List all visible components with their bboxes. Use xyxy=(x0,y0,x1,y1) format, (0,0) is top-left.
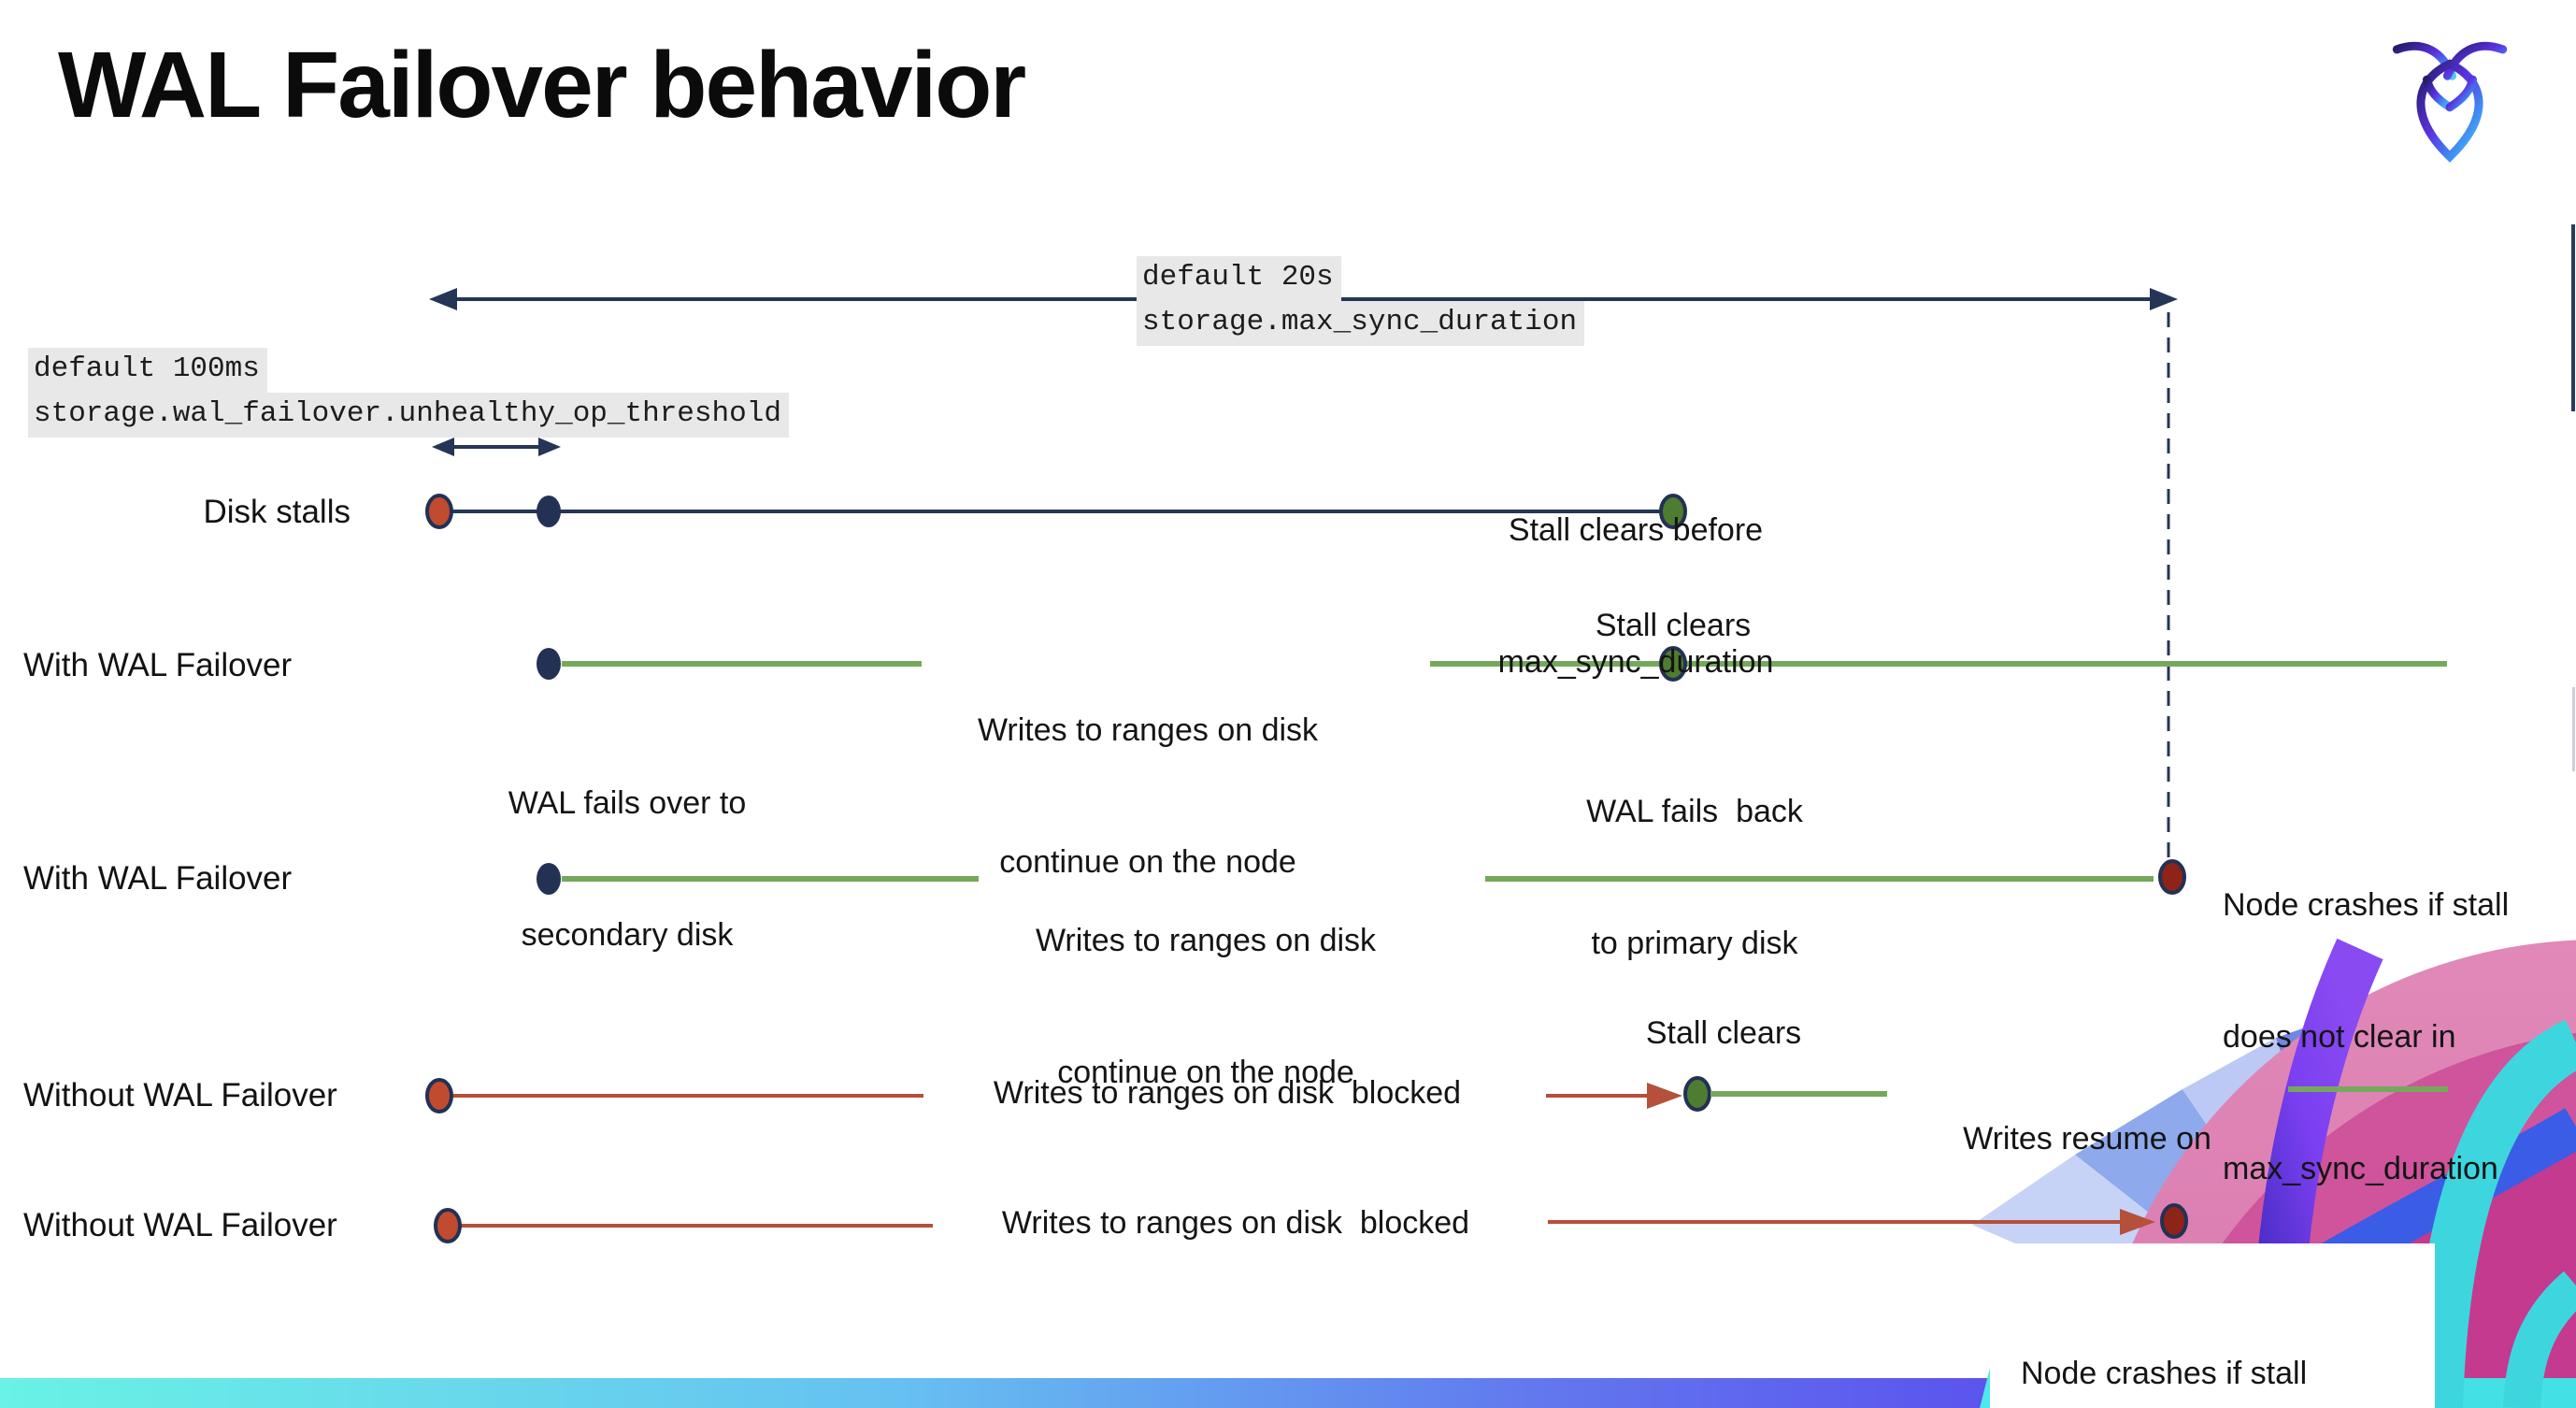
note-writes-continue-2: Writes to ranges on disk continue on the… xyxy=(1035,923,1377,1090)
timeline-row-with-wal-1 xyxy=(537,646,2447,682)
failover-threshold-dot xyxy=(537,496,561,527)
stall-start-dot xyxy=(425,1078,453,1113)
note-writes-blocked-2: Writes to ranges on disk blocked xyxy=(1001,1205,1470,1241)
note-wal-fails-over: WAL fails over to secondary disk xyxy=(508,785,747,953)
timeline-row-with-wal-2 xyxy=(537,859,2186,895)
note-stall-clears-row4: Stall clears xyxy=(1645,1015,1802,1051)
note-writes-blocked-1: Writes to ranges on disk blocked xyxy=(993,1075,1462,1111)
stall-clear-dot xyxy=(1683,1076,1711,1112)
note-node-crashes-box: Node crashes if stall does not clear in … xyxy=(2021,1356,2308,1391)
unhealthy-op-threshold-label: default 100ms storage.wal_failover.unhea… xyxy=(28,348,789,438)
row-label-without-wal-failover-2: Without WAL Failover xyxy=(23,1207,337,1243)
note-stall-clears-before: Stall clears before max_sync_duration xyxy=(1497,512,1774,680)
timeline-row-without-wal-2 xyxy=(434,1203,2188,1243)
blocked-arrowhead xyxy=(2120,1209,2155,1235)
failover-dot xyxy=(537,863,561,895)
max-sync-default-value: default 20s xyxy=(1137,256,1341,301)
stall-clear-dot xyxy=(1659,494,1687,529)
unhealthy-default-value: default 100ms xyxy=(28,348,267,393)
node-crashes-callout-box: Node crashes if stall does not clear in … xyxy=(1990,1243,2435,1408)
failover-dot xyxy=(537,648,561,680)
row-label-disk-stalls: Disk stalls xyxy=(203,494,351,530)
stall-clear-dot xyxy=(1659,646,1687,682)
timeline-row-disk-stalls xyxy=(425,494,1687,529)
unhealthy-threshold-arrow xyxy=(432,438,561,456)
cockroachdb-logo-icon xyxy=(2392,41,2508,163)
row-label-without-wal-failover-1: Without WAL Failover xyxy=(23,1077,337,1113)
note-wal-fails-back: WAL fails back to primary disk xyxy=(1586,794,1803,961)
max-sync-duration-label: default 20s storage.max_sync_duration xyxy=(1137,256,1585,346)
blocked-arrowhead xyxy=(1647,1083,1682,1109)
scrollbar-track[interactable] xyxy=(2572,687,2575,771)
crash-dot xyxy=(2158,859,2186,895)
note-stall-clears-row2: Stall clears xyxy=(1595,608,1752,643)
note-node-crashes-right: Node crashes if stall does not clear in … xyxy=(2223,887,2510,1186)
timeline-row-without-wal-1 xyxy=(425,1076,2448,1113)
scrollbar-thumb[interactable] xyxy=(2571,224,2575,411)
stall-start-dot xyxy=(425,494,453,529)
note-writes-continue-1: Writes to ranges on disk continue on the… xyxy=(977,712,1319,880)
stall-start-dot xyxy=(434,1208,462,1243)
crash-dot xyxy=(2160,1203,2188,1239)
unhealthy-setting-name: storage.wal_failover.unhealthy_op_thresh… xyxy=(28,393,789,438)
row-label-with-wal-failover-2: With WAL Failover xyxy=(23,860,293,897)
row-label-with-wal-failover-1: With WAL Failover xyxy=(23,647,293,683)
max-sync-setting-name: storage.max_sync_duration xyxy=(1137,301,1585,346)
page-title: WAL Failover behavior xyxy=(58,33,1026,137)
